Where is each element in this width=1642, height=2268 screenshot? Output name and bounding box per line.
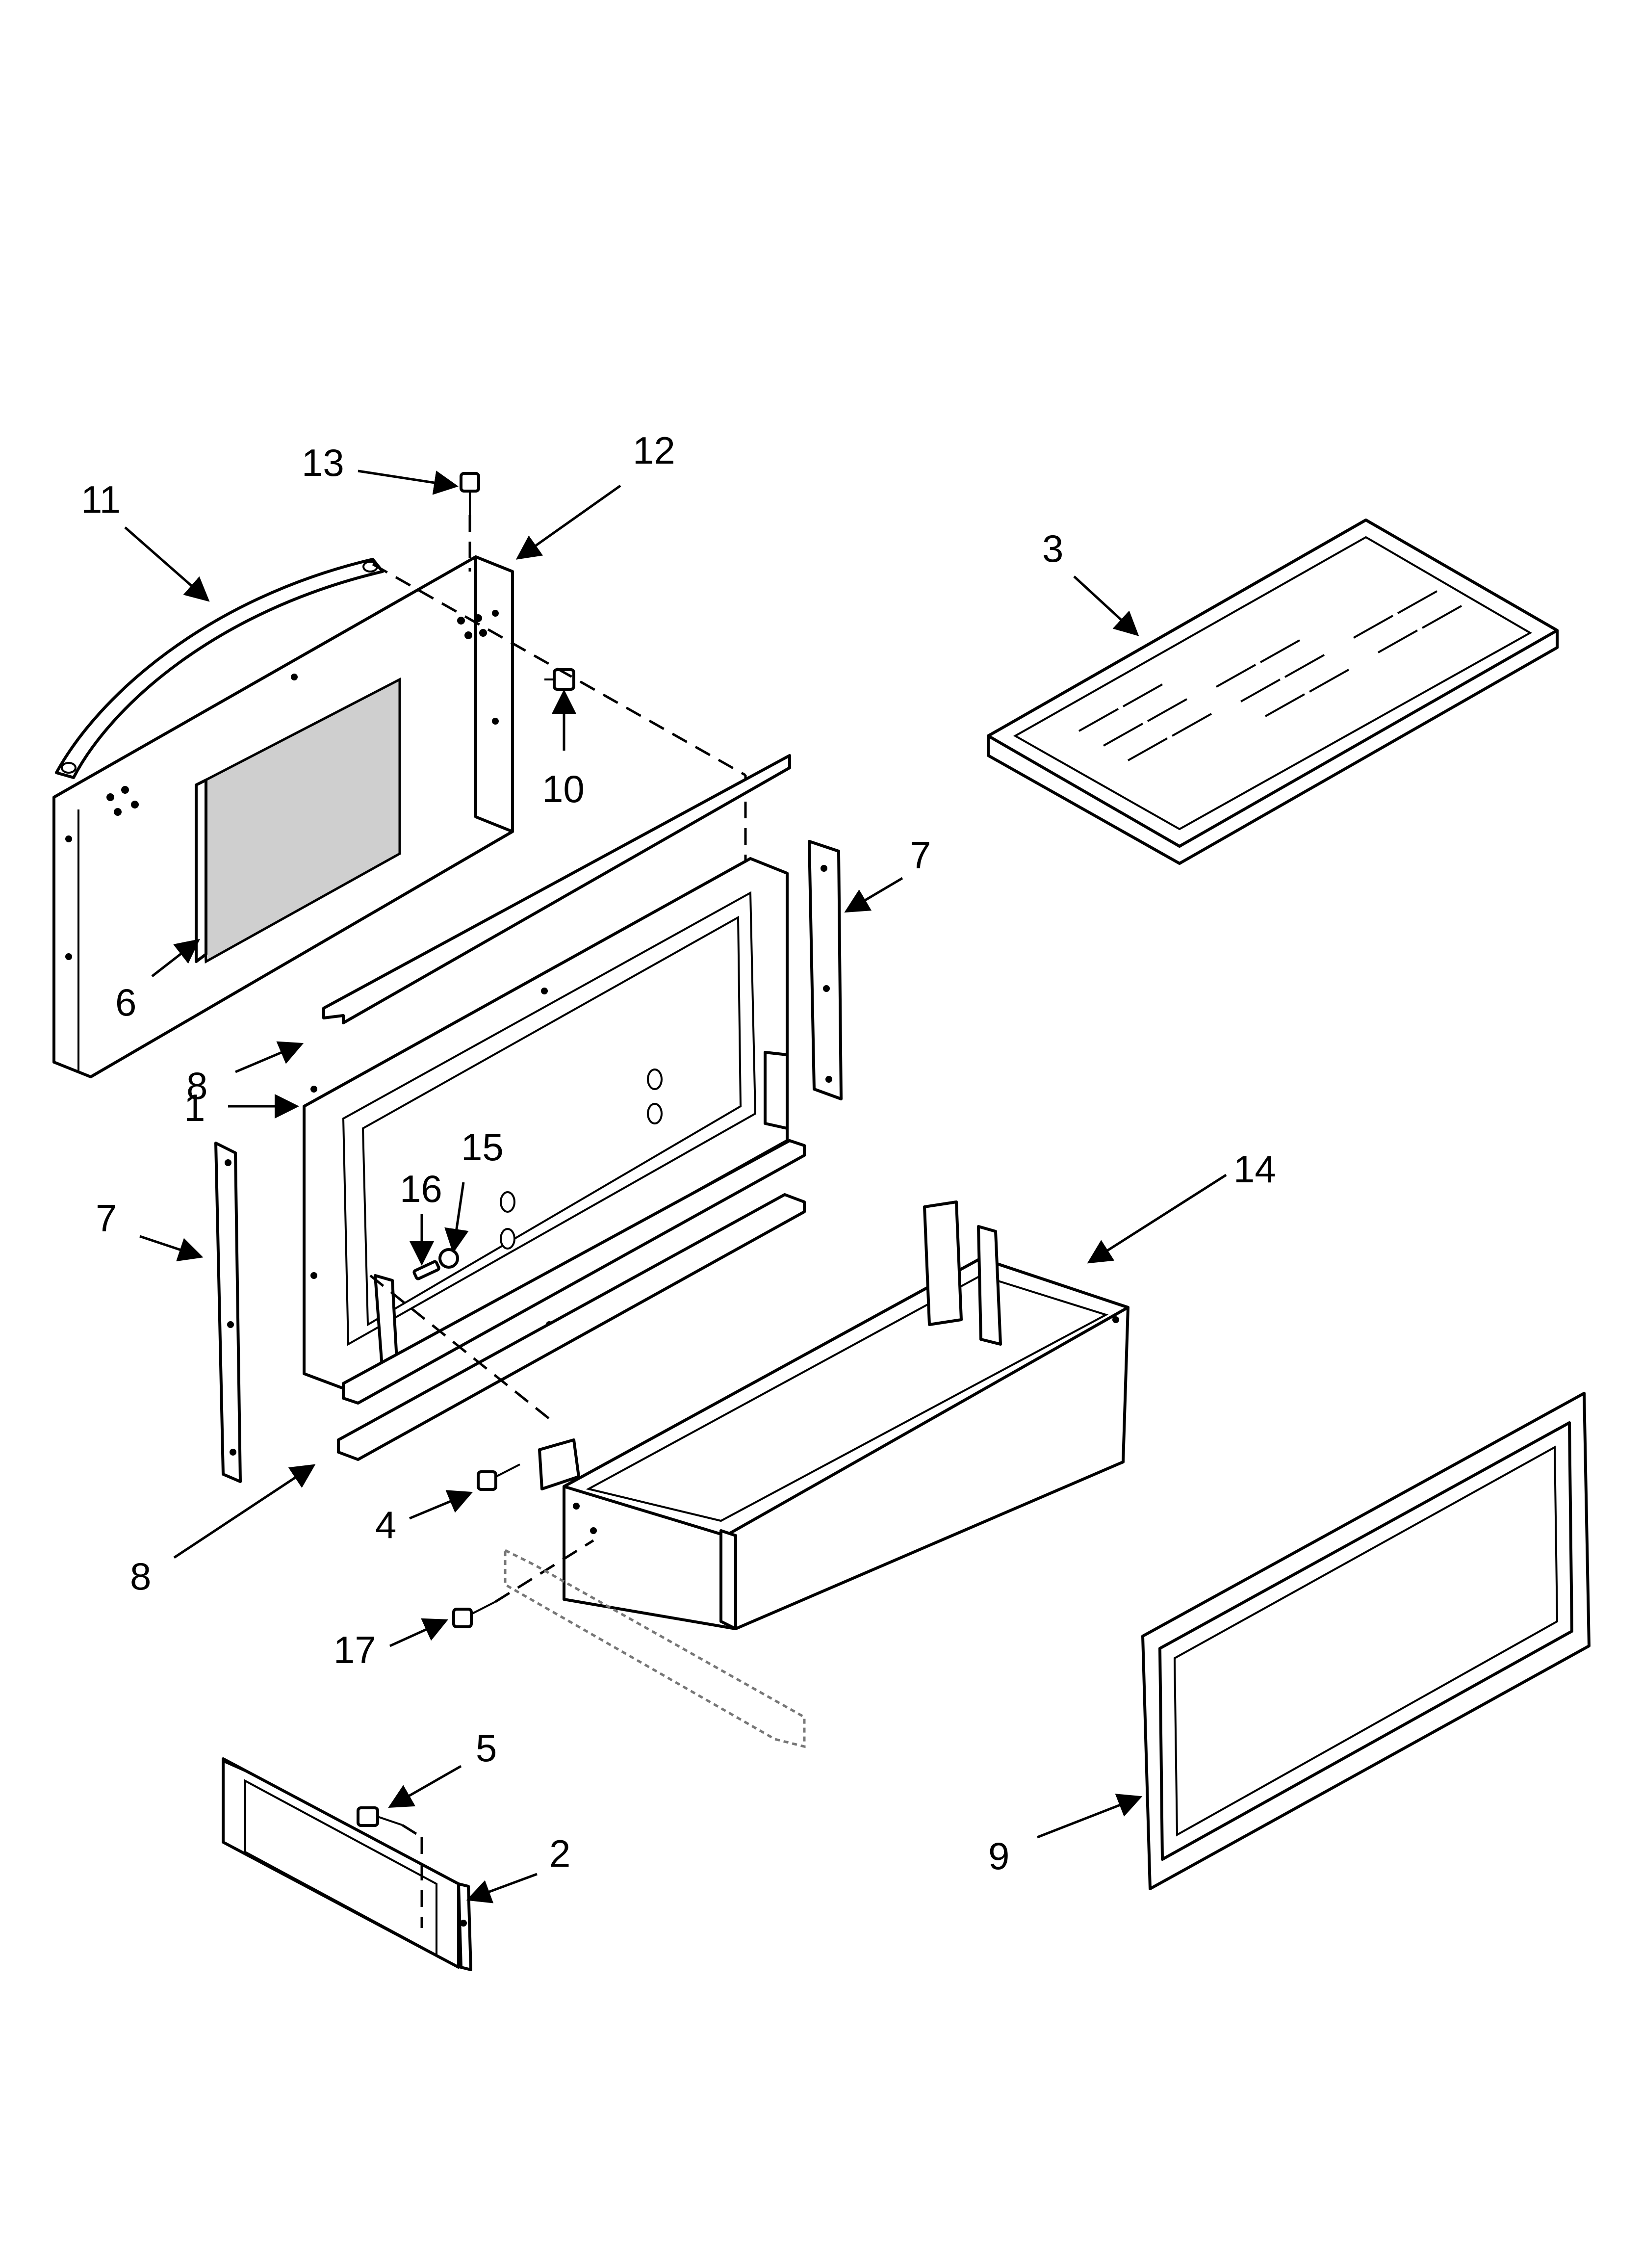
callout-2: 2 [549,1832,570,1875]
bottom-trim [337,1193,806,1461]
callout-10: 10 [542,767,585,810]
callout-1: 1 [184,1086,205,1129]
fastener-16 [412,1260,440,1280]
callout-3: 3 [1042,527,1063,570]
drawer-basket [538,1200,1129,1630]
callout-9: 9 [988,1834,1009,1877]
callout-16: 16 [400,1167,442,1210]
callout-7-upper: 7 [910,834,931,877]
callout-6: 6 [115,981,136,1024]
callout-7-lower: 7 [96,1197,117,1240]
callout-17: 17 [334,1628,376,1671]
kick-plate [222,1757,472,1971]
crisper-rack [987,519,1559,865]
insulation-panel [195,677,401,964]
top-trim [322,754,791,1024]
screw-13 [460,472,480,572]
callout-labels: 11 13 12 3 10 7 6 8 1 16 15 14 7 4 8 17 … [81,429,1276,1877]
door-gasket [1141,1392,1591,1890]
middle-trim [342,1139,806,1405]
screw-4 [477,1463,520,1491]
callout-14: 14 [1233,1147,1276,1191]
side-trim-right [808,840,843,1100]
callout-8-upper: 8 [186,1064,207,1107]
door-liner [303,857,789,1390]
screw-10 [544,668,575,691]
callout-15: 15 [461,1125,504,1169]
callout-11: 11 [81,478,121,521]
callout-13: 13 [302,441,344,484]
callout-8-lower: 8 [130,1555,151,1598]
nut-15 [438,1248,459,1269]
screw-5 [357,1806,423,1928]
side-trim-left [214,1142,242,1483]
callout-5: 5 [476,1726,497,1770]
callout-12: 12 [633,429,675,472]
drawer-slide [504,1548,806,1748]
callout-4: 4 [375,1503,396,1546]
leader-lines [124,469,1227,1903]
